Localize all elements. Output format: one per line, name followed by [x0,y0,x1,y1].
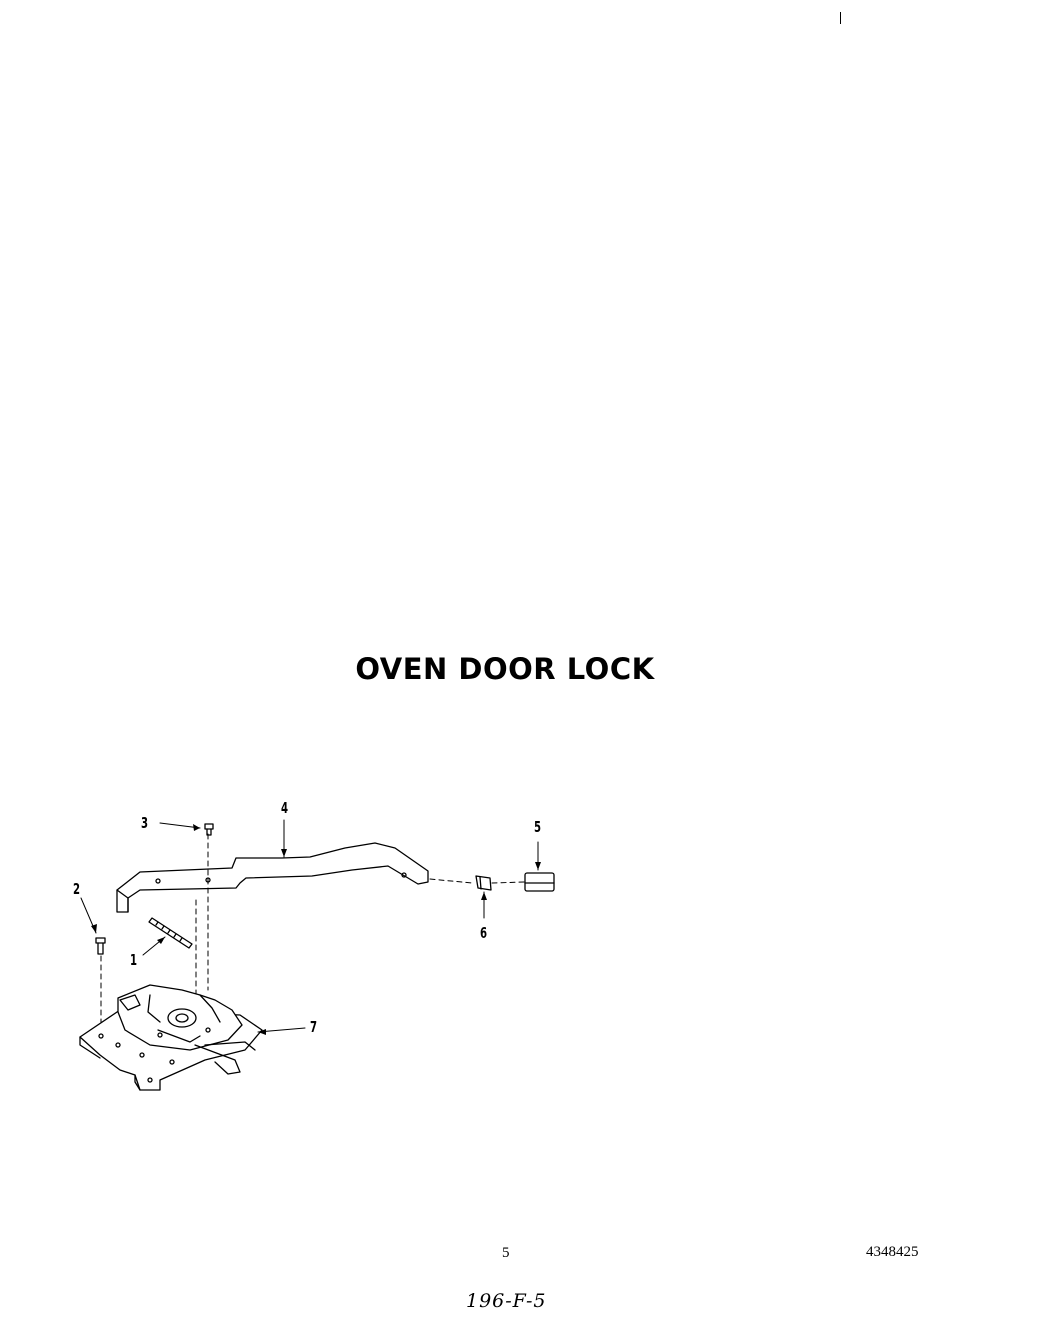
callout-3: 3 [141,814,149,832]
callout-6: 6 [480,924,488,942]
part-4-lever-arm [116,842,429,913]
part-5-knob [524,872,555,892]
part-3-screw [204,823,214,836]
callout-7: 7 [310,1018,318,1036]
leader-3 [159,822,201,829]
part-2-screw [95,937,106,955]
callout-4: 4 [281,799,289,817]
handwritten-note: 196-F-5 [466,1290,547,1312]
callout-5: 5 [534,818,542,836]
callout-2: 2 [73,880,81,898]
page-title: OVEN DOOR LOCK [355,652,655,686]
part-7-lock-base [79,984,263,1091]
part-1-spring [148,917,193,949]
callout-1: 1 [130,951,138,969]
part-6-clip [475,875,492,891]
document-number: 4348425 [866,1244,919,1260]
scan-mark [840,12,841,24]
page-number: 5 [502,1245,510,1261]
